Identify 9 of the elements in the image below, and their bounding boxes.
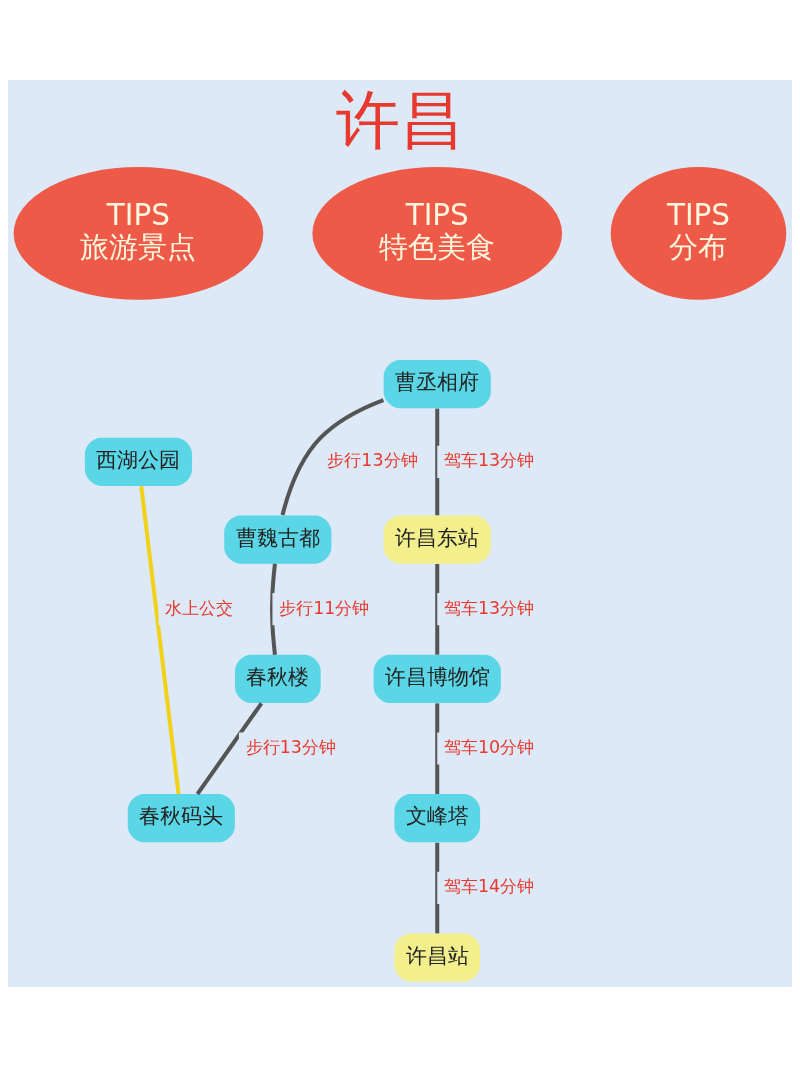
edge-label: 水上公交	[165, 597, 234, 618]
edge-label: 驾车13分钟	[443, 597, 535, 618]
edge-label: 驾车13分钟	[443, 450, 535, 471]
edge-label: 步行11分钟	[279, 597, 370, 618]
diagram-title: 许昌	[336, 82, 464, 158]
edge-label: 驾车10分钟	[443, 737, 535, 758]
edge-label: 步行13分钟	[327, 450, 418, 471]
edge-label: 驾车14分钟	[443, 876, 535, 897]
edge-label: 步行13分钟	[245, 737, 336, 758]
